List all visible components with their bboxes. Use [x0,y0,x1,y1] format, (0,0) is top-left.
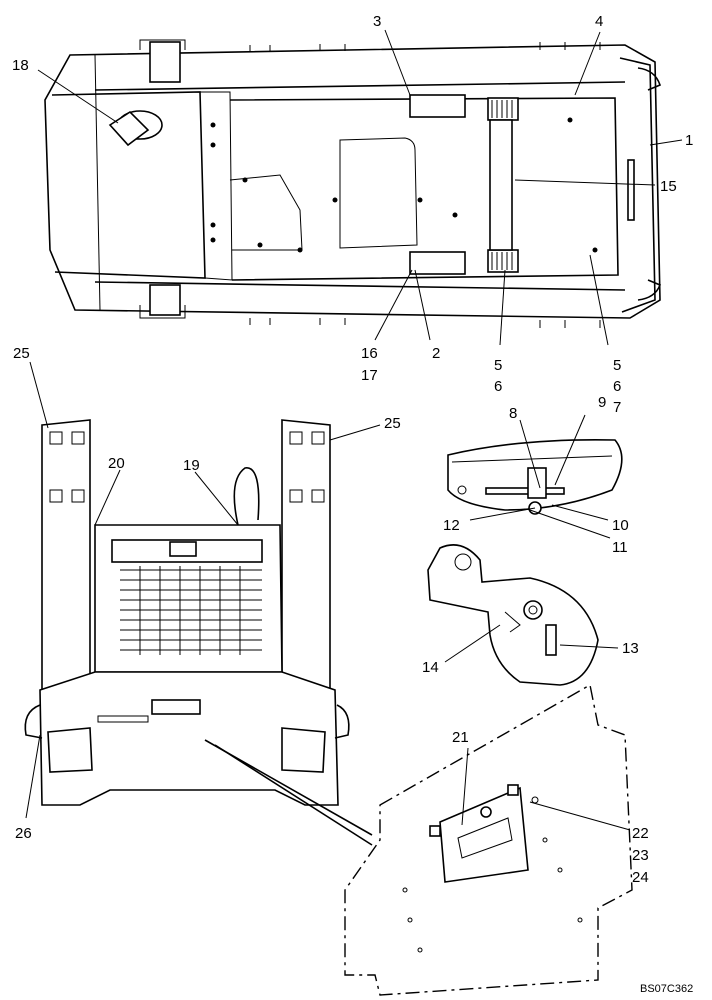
drawing-code: BS07C362 [640,983,693,995]
callout-12: 12 [443,517,460,534]
callout-19: 19 [183,457,200,474]
callout-25b: 25 [384,415,401,432]
callout-1: 1 [685,132,693,149]
callout-17: 17 [361,367,378,384]
callout-13: 13 [622,640,639,657]
callout-16: 16 [361,345,378,362]
callout-6a: 6 [494,378,502,395]
latch-detail-lower [427,544,599,686]
lift-frame-front-view [24,419,373,846]
latch-detail-upper [447,439,623,515]
callout-21: 21 [452,729,469,746]
callout-15: 15 [660,178,677,195]
callout-5a: 5 [494,357,502,374]
callout-25a: 25 [13,345,30,362]
callout-14: 14 [422,659,439,676]
callout-18: 18 [12,57,29,74]
callout-11: 11 [612,539,628,556]
callout-8: 8 [509,405,517,422]
callout-24: 24 [632,869,649,886]
callout-2: 2 [432,345,440,362]
callout-9: 9 [598,394,606,411]
callout-26: 26 [15,825,32,842]
side-panel-detail [344,683,633,996]
callout-23: 23 [632,847,649,864]
callout-5b: 5 [613,357,621,374]
callout-4: 4 [595,13,603,30]
callout-10: 10 [612,517,629,534]
chassis-top-view [44,39,662,328]
callout-20: 20 [108,455,125,472]
callout-6b: 6 [613,378,621,395]
callout-7: 7 [613,399,621,416]
callout-3: 3 [373,13,381,30]
leader-lines [25,29,683,831]
callout-22: 22 [632,825,649,842]
callout-labels: 1 2 3 4 5 6 5 6 7 8 9 10 11 12 13 14 15 … [12,13,693,995]
